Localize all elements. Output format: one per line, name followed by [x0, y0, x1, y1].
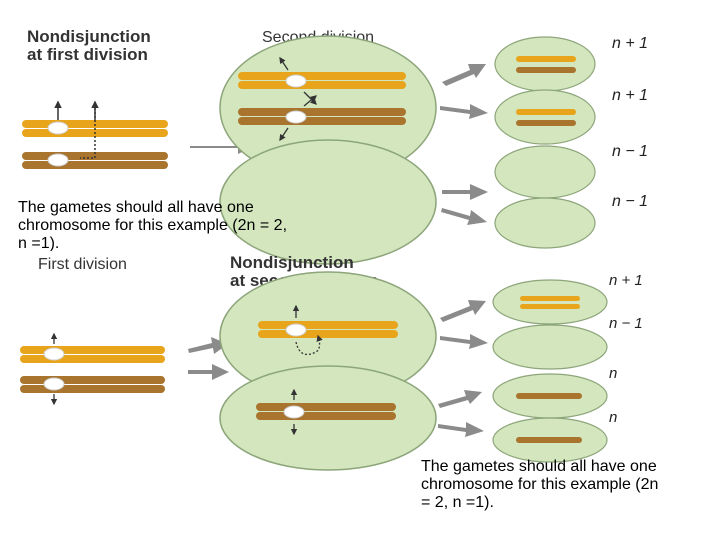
gamete-bottom-2: [492, 324, 608, 370]
bottom-heading-line1: Nondisjunction: [230, 253, 354, 272]
arrow-to-cells-top: [190, 140, 252, 154]
top-heading-line2: at first division: [27, 45, 148, 64]
top-parent-chromosomes: [22, 100, 168, 169]
top-heading-line1: Nondisjunction: [27, 27, 151, 46]
cell-top-lower: [219, 139, 437, 265]
arrow-to-cells-bottom-1: [188, 337, 228, 354]
caption-left: The gametes should all have one chromoso…: [18, 199, 288, 251]
arrow-gamete-top-3: [442, 184, 488, 200]
arrow-gamete-top-2: [440, 104, 488, 119]
bottom-lower-cell-chromosomes: [256, 388, 396, 436]
gamete-top-2: [494, 89, 596, 145]
gamete-label-bottom-3: n: [609, 365, 617, 382]
caption-right: The gametes should all have one chromoso…: [421, 458, 659, 511]
gamete-label-top-3: n − 1: [612, 143, 648, 160]
arrow-gamete-bottom-2: [440, 334, 488, 349]
gamete-label-top-1: n + 1: [612, 35, 648, 52]
first-division-label: First division: [38, 256, 127, 273]
top-upper-cell-chromosomes: [238, 56, 406, 142]
gamete-top-1: [494, 36, 596, 92]
gamete-label-top-4: n − 1: [612, 193, 648, 210]
gamete-top-3: [494, 145, 596, 199]
arrow-gamete-top-1: [442, 64, 486, 86]
gamete-label-bottom-1: n + 1: [609, 272, 643, 289]
gamete-label-top-2: n + 1: [612, 87, 648, 104]
gamete-label-bottom-4: n: [609, 409, 617, 426]
bottom-parent-chromosomes: [20, 332, 165, 406]
arrow-gamete-top-4: [441, 208, 487, 225]
arrow-to-cells-bottom-2: [188, 364, 229, 380]
arrow-gamete-bottom-4: [438, 422, 484, 437]
gamete-label-bottom-2: n − 1: [609, 315, 643, 332]
gamete-bottom-1: [492, 279, 608, 325]
arrow-gamete-bottom-1: [440, 300, 486, 322]
gamete-top-4: [494, 197, 596, 249]
bottom-upper-cell-chromosomes: [258, 304, 398, 356]
arrow-gamete-bottom-3: [438, 390, 482, 408]
